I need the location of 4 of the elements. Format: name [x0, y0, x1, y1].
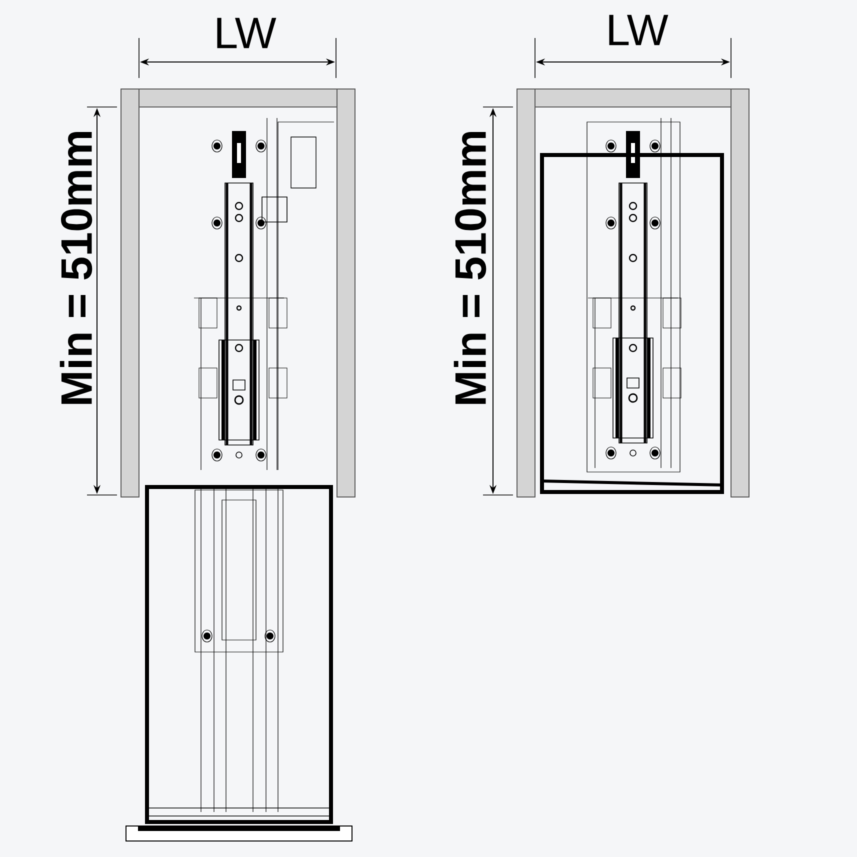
dimension-label: Min = 510mm: [60, 132, 92, 404]
dimension-label: LW: [217, 18, 276, 48]
dimension-label: Min = 510mm: [454, 132, 486, 404]
dimension-label: LW: [609, 14, 668, 46]
